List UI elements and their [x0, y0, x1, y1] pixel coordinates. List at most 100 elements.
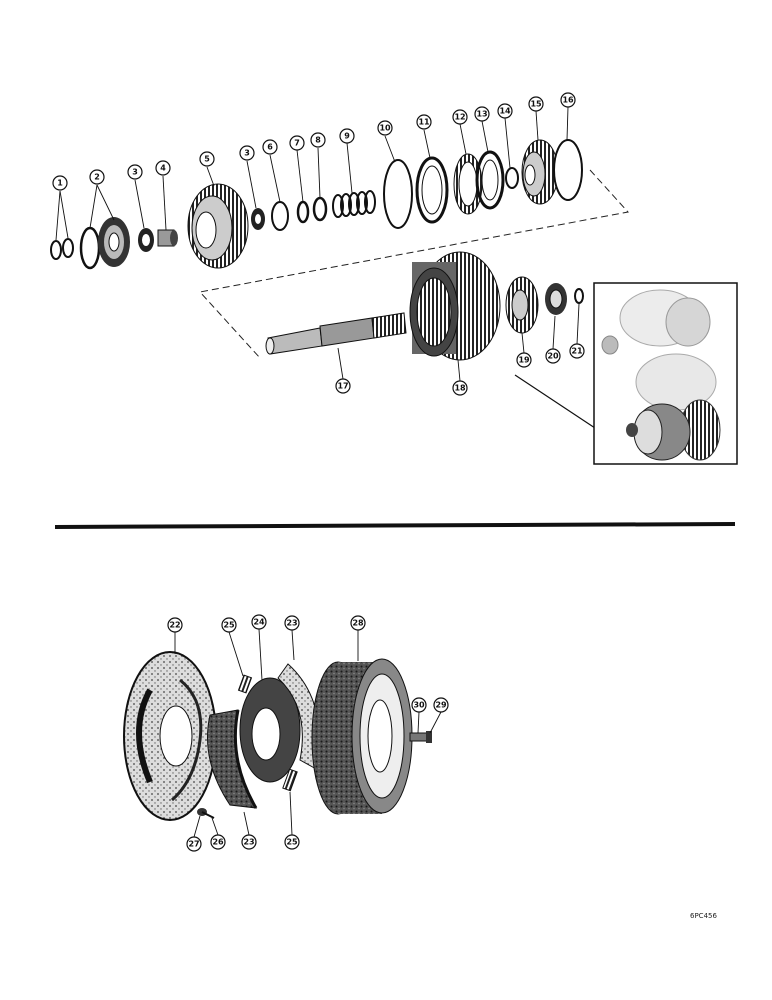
part-1-snap-rings — [50, 238, 74, 260]
part-26-27-pin — [197, 808, 215, 819]
callout-26: 26 — [210, 834, 226, 850]
part-25-springs — [237, 674, 298, 792]
svg-text:8: 8 — [315, 136, 321, 145]
svg-text:11: 11 — [418, 118, 430, 127]
callout-7: 7 — [289, 135, 305, 151]
callout-6: 6 — [262, 139, 278, 155]
svg-text:3: 3 — [244, 149, 250, 158]
lower-leader-lines — [174, 628, 442, 838]
callout-18: 18 — [452, 380, 468, 396]
svg-text:12: 12 — [454, 113, 465, 122]
part-6-ring — [271, 201, 289, 231]
part-28-brake-drum — [311, 658, 413, 815]
callout-9: 9 — [339, 128, 355, 144]
callout-22: 22 — [167, 617, 183, 633]
dashed-assembly-axis — [199, 169, 629, 359]
svg-text:28: 28 — [352, 619, 364, 628]
callout-8: 8 — [310, 132, 326, 148]
upper-exploded-assembly — [50, 106, 738, 465]
part-4-bushing — [157, 229, 178, 247]
callout-10: 10 — [377, 120, 393, 136]
svg-text:25: 25 — [223, 621, 235, 630]
part-8-ring — [312, 196, 328, 222]
part-19-small-gear — [505, 276, 539, 334]
svg-text:4: 4 — [160, 164, 166, 173]
part-20-bearing — [545, 283, 567, 315]
part-14-small-ring — [505, 167, 519, 189]
part-23-brake-shoe-left — [207, 709, 258, 809]
part-24-inner-plate — [239, 677, 301, 783]
part-3-second-washer — [251, 208, 265, 230]
svg-text:22: 22 — [169, 621, 180, 630]
svg-text:9: 9 — [344, 132, 350, 141]
svg-text:21: 21 — [571, 347, 583, 356]
callout-23-bottom: 23 — [241, 834, 257, 850]
callout-21: 21 — [569, 343, 585, 359]
callout-23-top: 23 — [284, 615, 300, 631]
callout-3: 3 — [127, 164, 143, 180]
part-29-30-bolt — [409, 731, 432, 743]
lower-brake-assembly — [123, 628, 442, 838]
svg-text:23: 23 — [286, 619, 297, 628]
svg-text:13: 13 — [476, 110, 487, 119]
part-10-ring — [383, 159, 413, 229]
svg-text:23: 23 — [243, 838, 254, 847]
callout-12: 12 — [452, 109, 468, 125]
part-17-shaft — [265, 312, 407, 355]
svg-text:5: 5 — [204, 155, 210, 164]
svg-text:27: 27 — [188, 840, 199, 849]
svg-text:16: 16 — [562, 96, 574, 105]
drawing-reference-code: 6PC456 — [690, 912, 717, 920]
callout-28: 28 — [350, 615, 366, 631]
callout-2: 2 — [89, 169, 105, 185]
svg-text:7: 7 — [294, 139, 300, 148]
callout-3-second: 3 — [239, 145, 255, 161]
svg-text:30: 30 — [413, 701, 425, 710]
svg-text:24: 24 — [253, 618, 265, 627]
part-23-brake-shoe-right — [277, 663, 321, 771]
part-12-disc — [453, 153, 483, 215]
svg-text:2: 2 — [94, 173, 100, 182]
callout-13: 13 — [474, 106, 490, 122]
callout-11: 11 — [416, 114, 432, 130]
callout-15: 15 — [528, 96, 544, 112]
callout-27: 27 — [186, 836, 202, 852]
part-9-spring — [332, 190, 376, 218]
svg-text:17: 17 — [337, 382, 348, 391]
callout-30: 30 — [411, 697, 427, 713]
svg-text:3: 3 — [132, 168, 138, 177]
svg-text:10: 10 — [379, 124, 391, 133]
part-13-disc — [475, 150, 505, 210]
callout-17: 17 — [335, 378, 351, 394]
callout-14: 14 — [497, 103, 513, 119]
part-21-snap-ring — [574, 288, 584, 304]
callout-25-top: 25 — [221, 617, 237, 633]
part-16-cover-plate — [553, 139, 583, 201]
callout-5: 5 — [199, 151, 215, 167]
svg-text:25: 25 — [286, 838, 298, 847]
upper-leader-lines — [55, 106, 580, 382]
part-11-disc — [415, 156, 449, 224]
part-22-backing-plate — [123, 651, 217, 821]
callout-1: 1 — [52, 175, 68, 191]
svg-text:6: 6 — [267, 143, 273, 152]
svg-text:29: 29 — [435, 701, 447, 710]
callout-20: 20 — [545, 348, 561, 364]
svg-text:1: 1 — [57, 179, 63, 188]
svg-text:15: 15 — [530, 100, 542, 109]
svg-text:19: 19 — [518, 356, 530, 365]
callout-4: 4 — [155, 160, 171, 176]
callout-29: 29 — [433, 697, 449, 713]
callout-24: 24 — [251, 614, 267, 630]
callout-25-bottom: 25 — [284, 834, 300, 850]
part-18-gear-hub — [409, 251, 501, 361]
callout-16: 16 — [560, 92, 576, 108]
part-7-ring — [296, 200, 310, 224]
part-5-gear — [187, 183, 249, 269]
svg-text:18: 18 — [454, 384, 466, 393]
part-3-washer — [138, 228, 154, 252]
part-2-bearing — [79, 217, 130, 270]
section-divider — [54, 522, 736, 529]
